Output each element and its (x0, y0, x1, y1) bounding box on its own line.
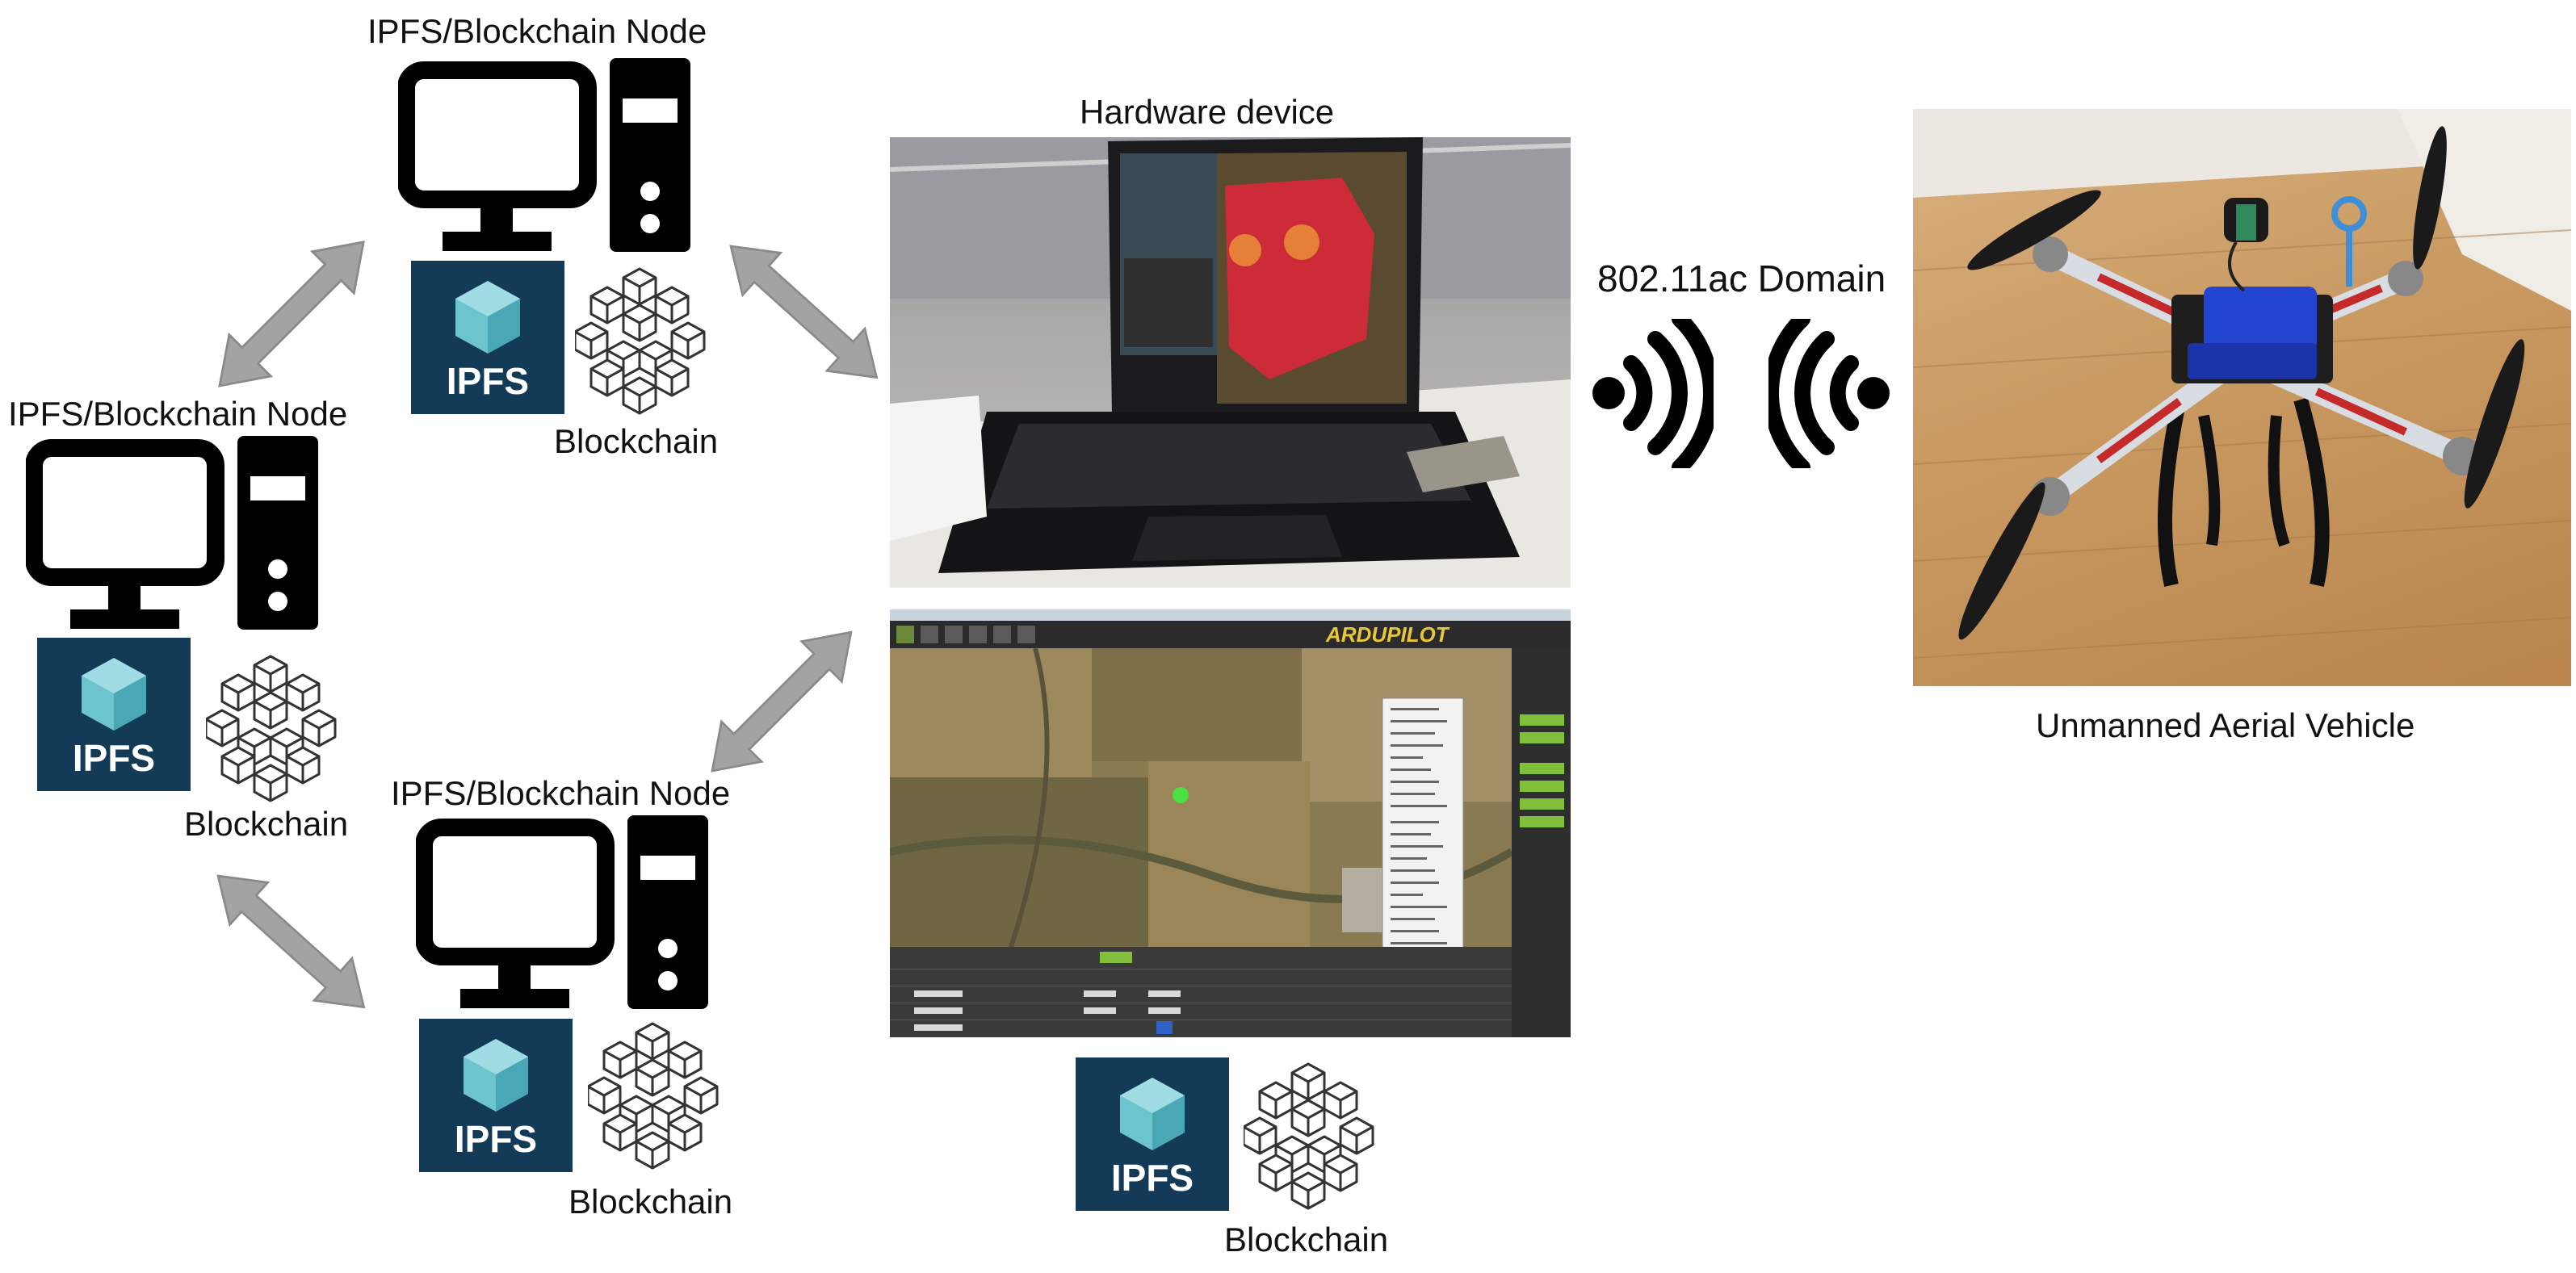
ipfs-label: IPFS (454, 1118, 538, 1160)
uav-label: Unmanned Aerial Vehicle (2036, 706, 2415, 744)
ipfs-label: IPFS (1110, 1157, 1194, 1199)
ardupilot-logo: ARDUPILOT (1325, 622, 1450, 647)
hardware-title: Hardware device (1080, 93, 1335, 131)
hardware-chain-label: Blockchain (1224, 1221, 1389, 1258)
node-2-chain-label: Blockchain (184, 805, 349, 843)
ground-control-station-screenshot: ARDUPILOT (890, 609, 1571, 1037)
ipfs-badge: IPFS (419, 1019, 573, 1172)
wifi-signal-icon (1768, 319, 1890, 468)
hardware-laptop-photo (890, 137, 1571, 588)
ipfs-cube-icon (1120, 1078, 1185, 1150)
ipfs-badge: IPFS (37, 638, 191, 791)
node-1-chain-label: Blockchain (554, 422, 719, 460)
uav-photo (1913, 109, 2571, 686)
node-2-title: IPFS/Blockchain Node (8, 395, 348, 433)
ipfs-label: IPFS (72, 737, 156, 779)
wifi-signal-icon (1592, 319, 1714, 468)
ipfs-badge: IPFS (411, 261, 564, 414)
node-3-title: IPFS/Blockchain Node (391, 774, 731, 812)
link-label: 802.11ac Domain (1597, 258, 1886, 299)
node-3-chain-label: Blockchain (568, 1183, 733, 1221)
ipfs-badge: IPFS (1076, 1057, 1229, 1211)
ipfs-label: IPFS (446, 360, 530, 402)
node-1-title: IPFS/Blockchain Node (367, 12, 707, 50)
blockchain-cubes-icon (1244, 1062, 1381, 1215)
